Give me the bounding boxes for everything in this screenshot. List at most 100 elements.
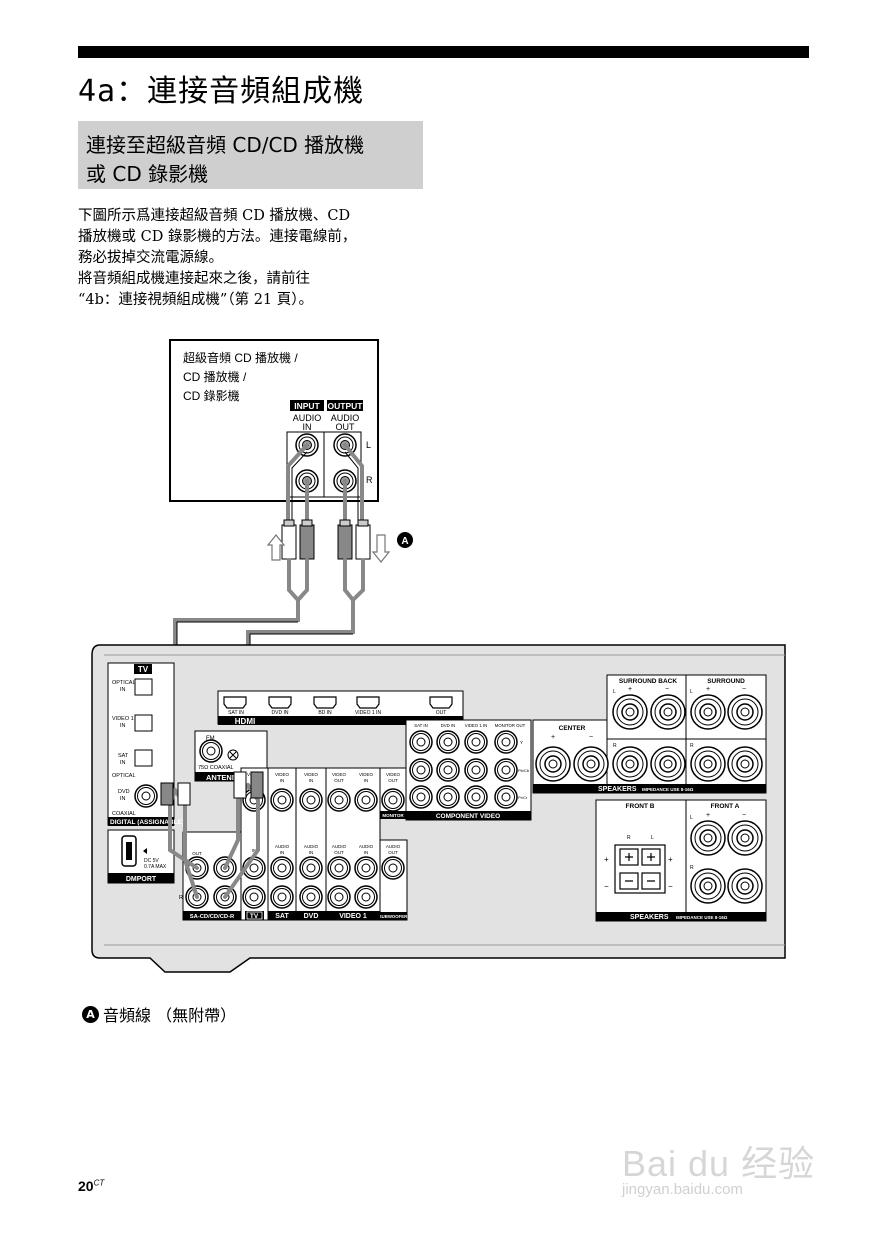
audio-in-label-2: IN bbox=[303, 422, 312, 432]
sacd-label: SA-CD/CD/CD-R bbox=[190, 914, 235, 920]
hdmi-out-label: OUT bbox=[436, 710, 447, 716]
fa-plus: + bbox=[706, 812, 710, 819]
monitor-video-out-label-2: OUT bbox=[388, 778, 398, 783]
up-arrow-icon bbox=[266, 534, 286, 561]
comp-y-label: Y bbox=[520, 740, 523, 745]
subsection-heading-line1: 連接至超級音頻 CD/CD 播放機 bbox=[86, 133, 365, 157]
dvd-in-label: DVD bbox=[118, 789, 130, 795]
fa-l-label: L bbox=[690, 815, 693, 821]
sb-l-label: L bbox=[613, 689, 616, 695]
sr-minus: − bbox=[742, 686, 746, 693]
receiver-plugs bbox=[160, 771, 264, 806]
video1-audio-in-label: AUDIO bbox=[359, 844, 374, 849]
fb-r-label: R bbox=[627, 835, 631, 841]
fa-r-label: R bbox=[690, 865, 694, 871]
channel-l-label: L bbox=[366, 440, 371, 450]
dc-label-2: 0.7A MAX bbox=[144, 864, 167, 870]
front-b-clips bbox=[614, 844, 666, 894]
section-rule bbox=[78, 46, 809, 58]
component-video-label: COMPONENT VIDEO bbox=[436, 813, 500, 820]
dvd-audio-in-label: AUDIO bbox=[304, 844, 319, 849]
video1-video-out-label-2: OUT bbox=[334, 778, 344, 783]
speakers-label-bottom: SPEAKERS bbox=[630, 914, 669, 921]
sat-group-label: SAT bbox=[275, 913, 289, 920]
comp-monitor-out-label: MONITOR OUT bbox=[495, 723, 526, 728]
comp-pr-label: Pr/Cr bbox=[518, 795, 528, 800]
impedance-label-bottom: IMPEDANCE USE 8-16Ω bbox=[676, 915, 728, 920]
center-label: CENTER bbox=[559, 725, 586, 732]
subsection-heading-line2: 或 CD 錄影機 bbox=[86, 162, 209, 186]
page-number-suffix: CT bbox=[93, 1178, 105, 1188]
video1-video-in-label-2: IN bbox=[364, 778, 369, 783]
device-label-line3: CD 錄影機 bbox=[183, 388, 240, 403]
fa-minus: − bbox=[742, 812, 746, 819]
video1-in-label: VIDEO 1 bbox=[112, 716, 134, 722]
instructions-paragraph: 下圖所示爲連接超級音頻 CD 播放機、CD 播放機或 CD 錄影機的方法。連接電… bbox=[78, 206, 428, 311]
paragraph-line: 播放機或 CD 錄影機的方法。連接電線前， bbox=[78, 229, 357, 245]
paragraph-line: “4b：連接視頻組成機”（第 21 頁）。 bbox=[78, 292, 314, 308]
subwoofer-audio-out-label-2: OUT bbox=[388, 850, 398, 855]
baidu-watermark: Bai du 经验 jingyan.baidu.com bbox=[622, 1115, 822, 1205]
video1-group-label: VIDEO 1 bbox=[339, 913, 367, 920]
comp-pb-label: Pb/Cb bbox=[518, 768, 530, 773]
center-plus: + bbox=[551, 734, 555, 741]
speakers-label-top: SPEAKERS bbox=[598, 786, 637, 793]
optical-sat-port bbox=[134, 749, 153, 767]
subwoofer-label: SUBWOOFER bbox=[379, 914, 408, 919]
channel-r-label: R bbox=[366, 475, 373, 485]
device-label-line2: CD 播放機 / bbox=[183, 369, 247, 384]
dvd-group-label: DVD bbox=[304, 913, 319, 920]
comp-sat-in-label: SAT IN bbox=[414, 723, 427, 728]
surround-label: SURROUND bbox=[707, 678, 745, 685]
video1-audio-out-label-2: OUT bbox=[334, 850, 344, 855]
video1-in-label-2: IN bbox=[120, 723, 126, 729]
video1-audio-out-label: AUDIO bbox=[332, 844, 347, 849]
audio-out-label: AUDIO bbox=[331, 413, 360, 423]
receiver-r-label: R bbox=[179, 895, 183, 901]
watermark-line1: Bai du 经验 bbox=[622, 1143, 816, 1184]
video1-video-in-label: VIDEO bbox=[359, 772, 374, 777]
figure-caption: A 音頻線 （無附帶） bbox=[82, 1002, 236, 1026]
tv-header: TV bbox=[138, 665, 149, 674]
audio-in-label: AUDIO bbox=[293, 413, 322, 423]
fb-minus-right: − bbox=[668, 882, 673, 891]
page-number-value: 20 bbox=[78, 1178, 94, 1194]
hdmi-bd-in-label: BD IN bbox=[318, 710, 332, 716]
dmport-label: DMPORT bbox=[126, 876, 157, 883]
center-minus: − bbox=[589, 734, 593, 741]
sb-plus: + bbox=[628, 686, 632, 693]
paragraph-line: 下圖所示爲連接超級音頻 CD 播放機、CD bbox=[78, 208, 351, 224]
rca-plugs-group bbox=[281, 519, 371, 560]
sat-audio-in-label: AUDIO bbox=[275, 844, 290, 849]
output-header: OUTPUT bbox=[328, 401, 364, 411]
caption-badge: A bbox=[82, 1005, 99, 1023]
sb-r-label: R bbox=[613, 743, 617, 749]
optical-in-label: OPTICAL bbox=[112, 680, 136, 686]
callout-a-label: A bbox=[401, 536, 408, 547]
callout-a-badge bbox=[397, 532, 413, 548]
digital-label: DIGITAL (ASSIGNABLE) bbox=[110, 819, 184, 826]
section-title: 4a：連接音頻組成機 bbox=[78, 74, 365, 109]
sr-l-label: L bbox=[690, 689, 693, 695]
sat-video-in-label-2: IN bbox=[280, 778, 285, 783]
front-a-label: FRONT A bbox=[711, 803, 740, 810]
fb-minus-left: − bbox=[604, 882, 609, 891]
sat-audio-in-label-2: IN bbox=[280, 850, 285, 855]
coaxial-dvd-jack bbox=[134, 784, 158, 808]
paragraph-line: 將音頻組成機連接起來之後，請前往 bbox=[78, 271, 310, 287]
surround-back-label: SURROUND BACK bbox=[619, 678, 677, 685]
tv-group-label: TV bbox=[250, 913, 259, 920]
fm-label: FM bbox=[206, 736, 215, 742]
input-header: INPUT bbox=[294, 401, 320, 411]
hdmi-dvd-in-label: DVD IN bbox=[272, 710, 289, 716]
connection-diagram: 超級音頻 CD 播放機 / CD 播放機 / CD 錄影機 INPUT OUTP… bbox=[91, 339, 786, 973]
coaxial-label: COAXIAL bbox=[112, 811, 136, 817]
watermark-line2: jingyan.baidu.com bbox=[622, 1181, 743, 1198]
fm-antenna-jack bbox=[199, 739, 223, 763]
sr-r-label: R bbox=[690, 743, 694, 749]
fb-l-label: L bbox=[651, 835, 654, 841]
dvd-audio-in-label-2: IN bbox=[309, 850, 314, 855]
subsection-heading-box: 連接至超級音頻 CD/CD 播放機 或 CD 錄影機 bbox=[78, 121, 423, 189]
sr-plus: + bbox=[706, 686, 710, 693]
monitor-label: MONITOR bbox=[382, 813, 404, 818]
